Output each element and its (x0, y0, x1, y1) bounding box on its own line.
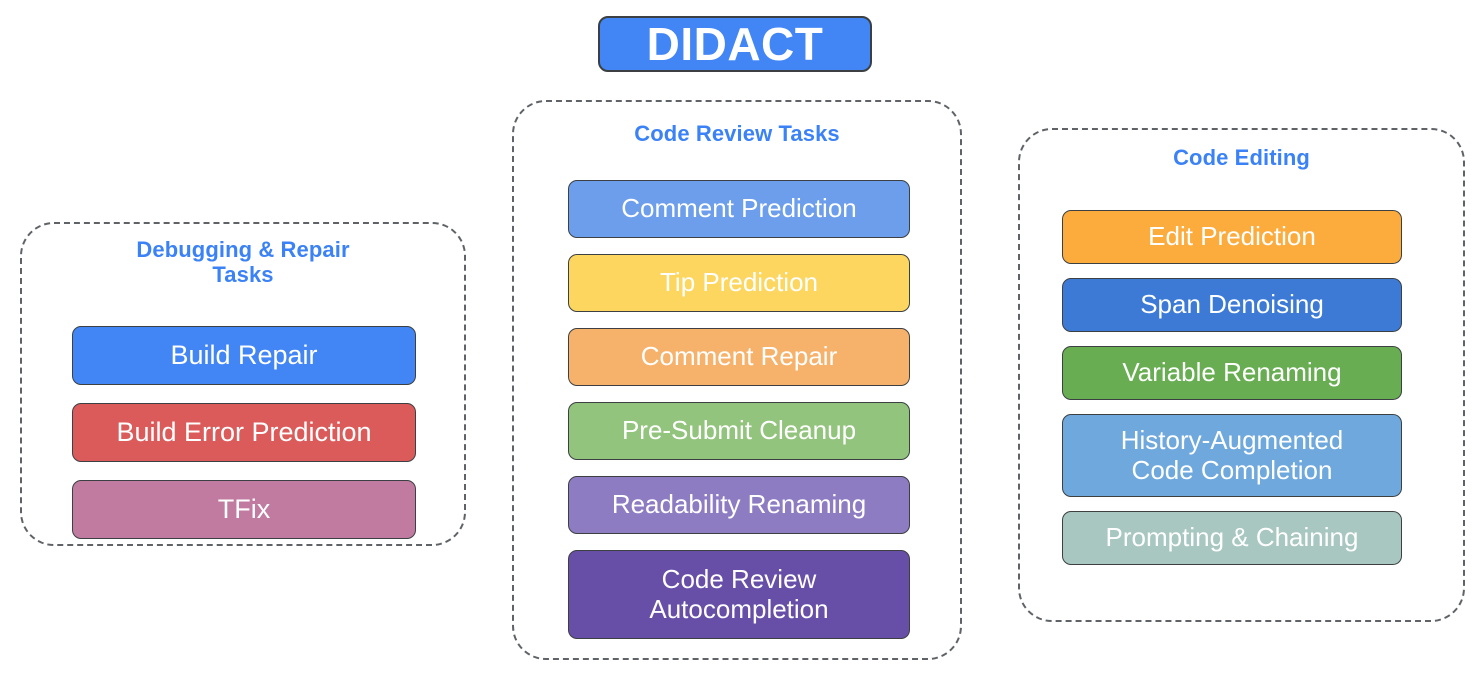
task-box[interactable]: Build Repair (72, 326, 416, 385)
task-box[interactable]: History-Augmented Code Completion (1062, 414, 1402, 497)
task-label: Readability Renaming (611, 489, 867, 520)
page-title: DIDACT (646, 18, 824, 70)
task-box[interactable]: Pre-Submit Cleanup (568, 402, 910, 460)
task-box[interactable]: Variable Renaming (1062, 346, 1402, 400)
task-box[interactable]: TFix (72, 480, 416, 539)
task-label: Edit Prediction (1148, 221, 1316, 252)
group-title-code-editing: Code Editing (1173, 145, 1310, 170)
task-label: Pre-Submit Cleanup (621, 415, 857, 446)
task-box[interactable]: Comment Repair (568, 328, 910, 386)
task-label: Prompting & Chaining (1105, 522, 1359, 553)
task-label: TFix (217, 494, 271, 525)
group-title-debugging: Debugging & Repair Tasks (136, 237, 350, 287)
didact-title-badge: DIDACT (598, 16, 872, 72)
task-label: Code Review Autocompletion (649, 563, 829, 624)
group-title-code-review: Code Review Tasks (634, 121, 840, 146)
task-label: Variable Renaming (1122, 357, 1342, 388)
task-label: Comment Prediction (621, 193, 857, 224)
task-label: Build Repair (170, 340, 318, 371)
task-label: Comment Repair (640, 341, 838, 372)
task-label: Tip Prediction (660, 267, 818, 298)
task-box[interactable]: Code Review Autocompletion (568, 550, 910, 639)
task-label: Build Error Prediction (116, 417, 372, 448)
task-box[interactable]: Build Error Prediction (72, 403, 416, 462)
task-box[interactable]: Prompting & Chaining (1062, 511, 1402, 565)
task-box[interactable]: Span Denoising (1062, 278, 1402, 332)
task-label: Span Denoising (1140, 289, 1324, 320)
task-box[interactable]: Tip Prediction (568, 254, 910, 312)
task-box[interactable]: Edit Prediction (1062, 210, 1402, 264)
task-box[interactable]: Readability Renaming (568, 476, 910, 534)
task-label: History-Augmented Code Completion (1120, 424, 1344, 485)
task-box[interactable]: Comment Prediction (568, 180, 910, 238)
